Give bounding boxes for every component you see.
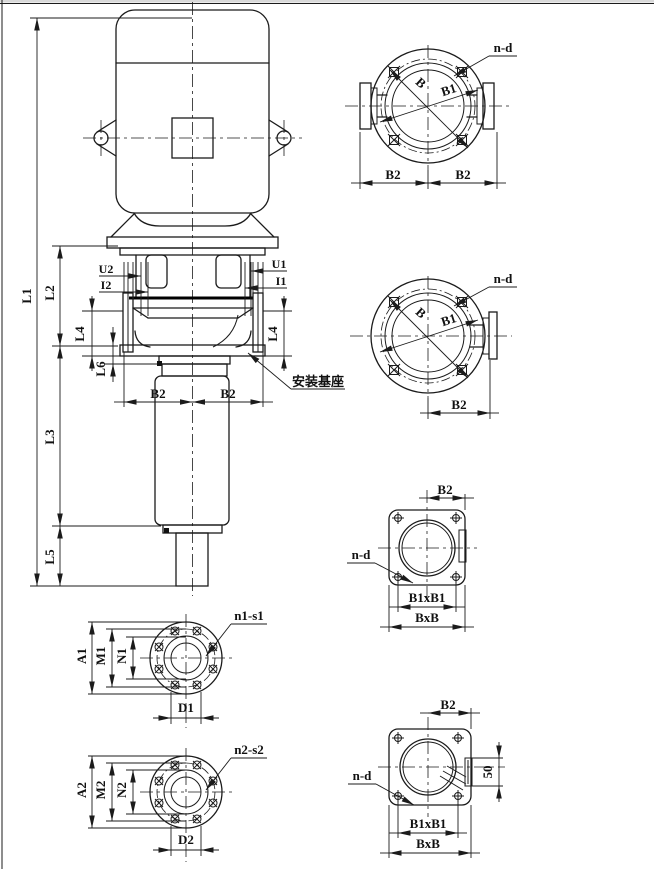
dim-label-l3: L3	[42, 429, 57, 445]
dim-label-b2-mid: B2	[451, 397, 466, 412]
dim-label-l6: L6	[93, 361, 108, 377]
n-d-callout-sq-lower: n-d	[348, 768, 415, 806]
dim-label-m2: M2	[93, 781, 108, 800]
flange-view-mid: B B1 n-d B2	[350, 271, 517, 419]
drain-plug-upper	[157, 361, 162, 366]
outlet-flange-view-1: A1 M1 N1 D1 n1-s1	[74, 608, 267, 728]
dim-label-b2-sq-upper: B2	[437, 482, 452, 497]
n2-s2-label: n2-s2	[234, 742, 264, 757]
dim-label-l2: L2	[42, 285, 57, 300]
motor-body	[115, 9, 270, 214]
dim-label-a2: A2	[74, 782, 89, 798]
lifting-eye-left	[93, 119, 117, 157]
square-flange-upper: B2 n-d B1xB1 BxB	[347, 482, 477, 632]
n-d-label-sq-lower: n-d	[353, 768, 373, 783]
dim-label-l4-left: L4	[72, 326, 87, 342]
n1-s1-callout: n1-s1	[205, 608, 267, 657]
dim-label-b2-main-left: B2	[150, 386, 165, 401]
motor-skirt	[133, 212, 252, 227]
dim-label-bxb-lower: BxB	[416, 836, 440, 851]
dim-label-tab-50: 50	[480, 766, 495, 779]
bracket-window-left	[145, 254, 168, 289]
tab-right-sectioned	[439, 757, 473, 791]
dim-label-b2-top-right: B2	[455, 167, 470, 182]
bolt-holes	[392, 732, 464, 802]
pump-casing	[122, 292, 264, 353]
volute-curve	[212, 314, 239, 348]
n1-s1-label: n1-s1	[234, 608, 264, 623]
dim-label-l1: L1	[19, 288, 34, 303]
main-view-dimensions: L1 L2 L3 L5 L4 L4 L6 U2	[19, 17, 345, 587]
outlet-flange-view-2: A2 M2 N2 D2 n2-s2	[74, 742, 267, 862]
terminal-box	[171, 117, 214, 159]
n2-s2-callout: n2-s2	[205, 742, 267, 791]
dim-label-b2-top-left: B2	[385, 167, 400, 182]
dim-label-d2: D2	[178, 832, 194, 847]
n-d-callout-mid: n-d	[453, 271, 517, 307]
dim-label-l5: L5	[42, 549, 57, 565]
dim-label-i2: I2	[101, 278, 112, 292]
lantern-bracket	[129, 254, 253, 300]
dim-label-b1-top: B1	[439, 80, 458, 99]
square-flange-plate	[388, 509, 466, 586]
n-d-label-top: n-d	[494, 40, 514, 55]
dim-label-l4-right: L4	[265, 326, 280, 342]
dim-label-d1: D1	[178, 700, 194, 715]
mounting-base-callout-text: 安装基座	[292, 374, 344, 389]
main-front-view	[83, 2, 302, 596]
dim-label-b-top: B	[413, 74, 430, 91]
dim-label-n2: N2	[114, 782, 129, 798]
square-flange-lower: 50 B2 n-d B1xB1 BxB	[348, 697, 505, 858]
dim-label-b-mid: B	[413, 304, 430, 321]
n-d-callout-sq-upper: n-d	[347, 547, 414, 584]
lifting-eye-right	[268, 119, 292, 157]
dim-label-b1xb1-lower: B1xB1	[410, 816, 447, 831]
n-d-label-mid: n-d	[494, 271, 514, 286]
dim-label-i1: I1	[276, 274, 287, 288]
dim-label-b2-main-right: B2	[220, 386, 235, 401]
dim-label-m1: M1	[93, 647, 108, 666]
n-d-callout-top: n-d	[453, 40, 517, 77]
dim-label-a1: A1	[74, 648, 89, 664]
square-flange-plate	[388, 728, 472, 806]
dim-label-u1: U1	[272, 257, 287, 271]
dim-label-bxb-upper: BxB	[415, 610, 439, 625]
dim-label-b2-sq-lower: B2	[440, 697, 455, 712]
flange-view-top: B B1 n-d B2 B2	[345, 40, 517, 189]
mounting-base-callout: 安装基座	[247, 352, 345, 390]
suction-pipe	[175, 532, 209, 587]
dim-label-b1xb1-upper: B1xB1	[409, 590, 446, 605]
bracket-window-right	[215, 254, 242, 289]
dim-label-n1: N1	[114, 648, 129, 664]
pump-barrel	[154, 375, 230, 526]
dim-label-b1-mid: B1	[439, 310, 458, 329]
tab-right	[458, 529, 467, 563]
port-right	[469, 311, 498, 360]
drain-plug-lower	[164, 528, 169, 533]
dim-label-u2: U2	[99, 262, 114, 276]
n-d-label-sq-upper: n-d	[352, 547, 372, 562]
